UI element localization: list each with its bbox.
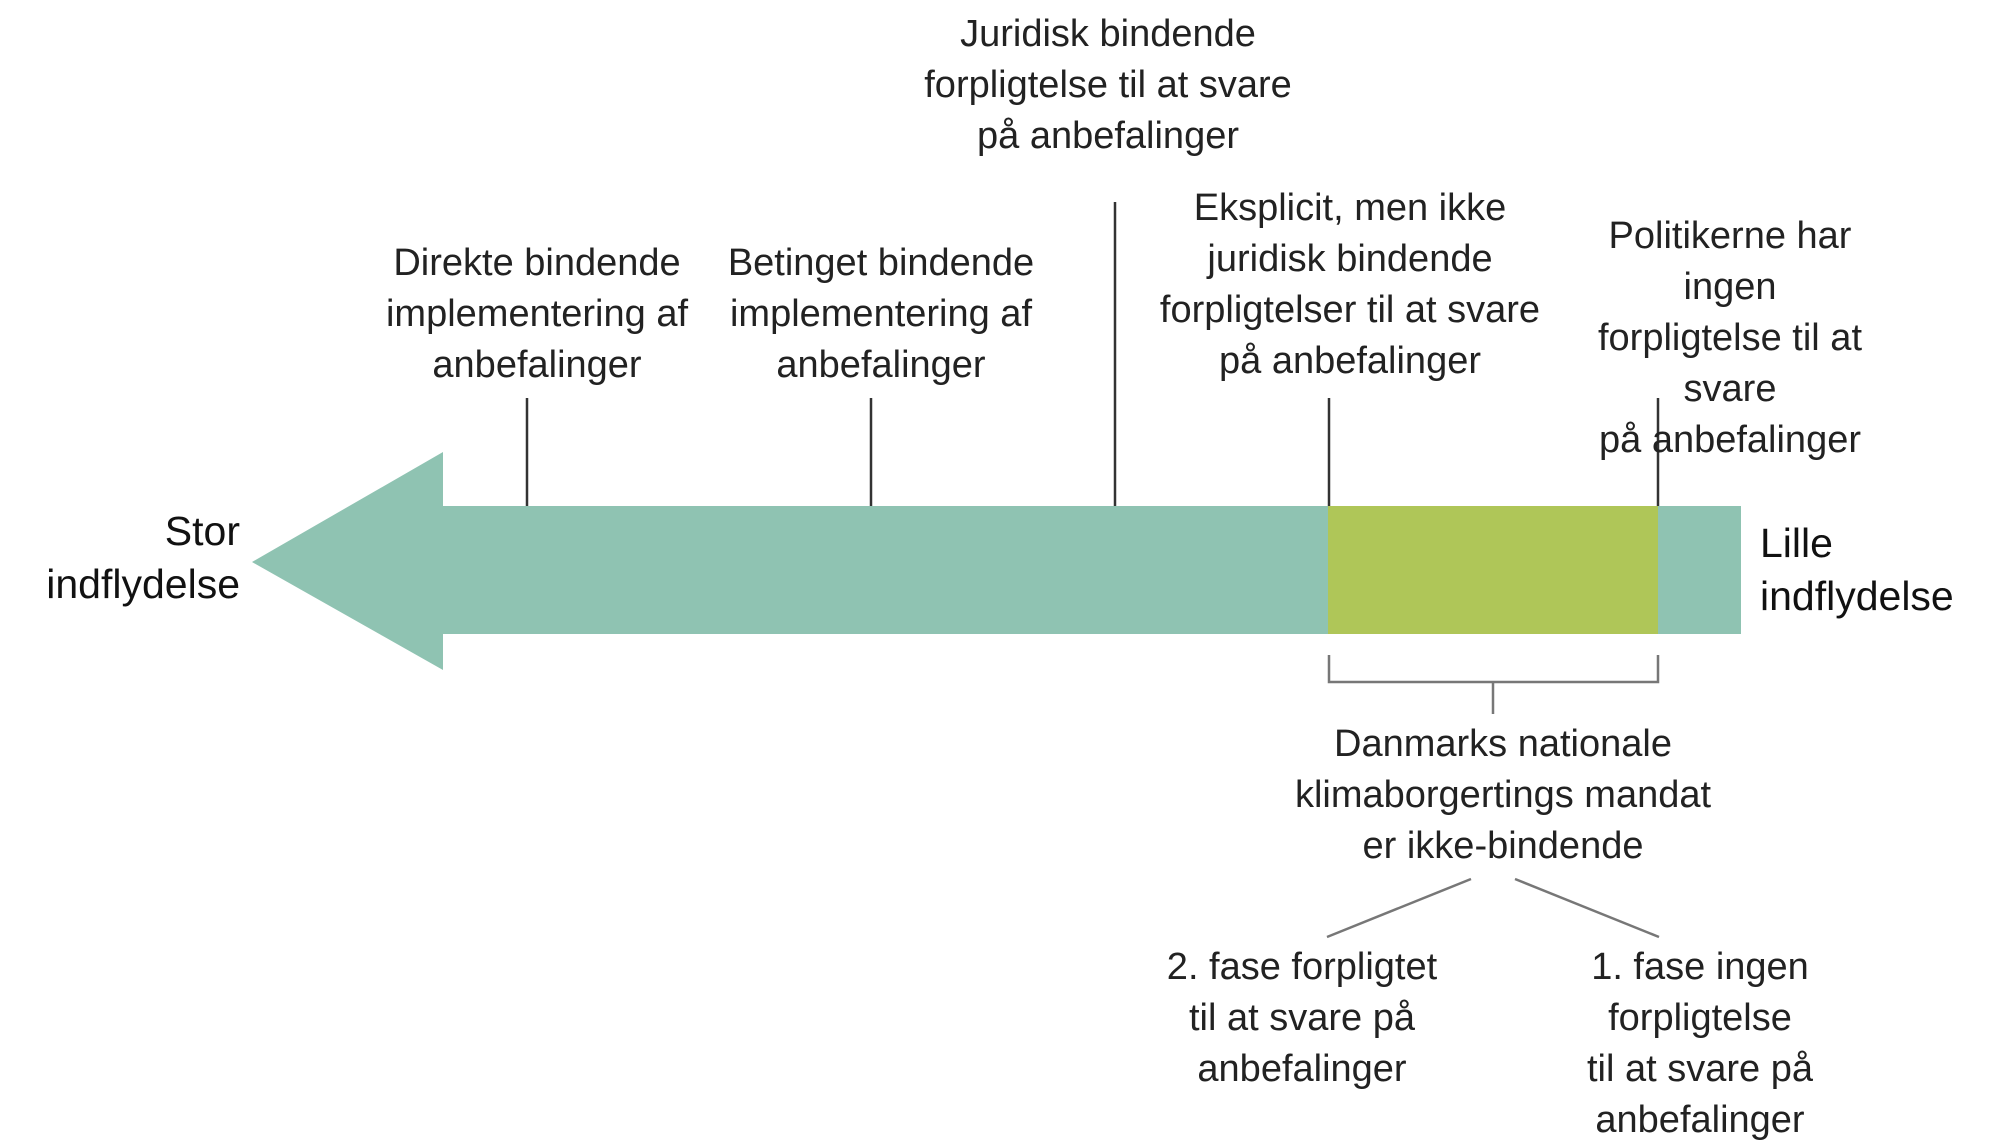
level-label-direct-binding: Direkte bindende implementering af anbef… bbox=[385, 242, 689, 386]
mandate-label: Danmarks nationale klimaborgertings mand… bbox=[1294, 723, 1712, 867]
level-label-legal-obligation: Juridisk bindende forpligtelse til at sv… bbox=[924, 13, 1292, 157]
mandate-range-highlight bbox=[1328, 506, 1658, 634]
level-label-no-obligation: Politikerne har ingen forpligtelse til a… bbox=[1597, 215, 1862, 461]
level-label-conditional-binding: Betinget bindende implementering af anbe… bbox=[727, 242, 1035, 386]
connector-phase-2 bbox=[1326, 877, 1472, 939]
right-end-label: Lille indflydelse bbox=[1760, 520, 1954, 619]
phase-2-label: 2. fase forpligtet til at svare på anbef… bbox=[1166, 946, 1438, 1090]
level-label-explicit-nonbinding: Eksplicit, men ikke juridisk bindende fo… bbox=[1159, 187, 1541, 382]
left-end-label: Stor indflydelse bbox=[46, 508, 240, 607]
phase-1-label: 1. fase ingen forpligtelse til at svare … bbox=[1587, 946, 1813, 1141]
mandate-bracket bbox=[1327, 655, 1660, 684]
connector-phase-1 bbox=[1514, 877, 1660, 939]
